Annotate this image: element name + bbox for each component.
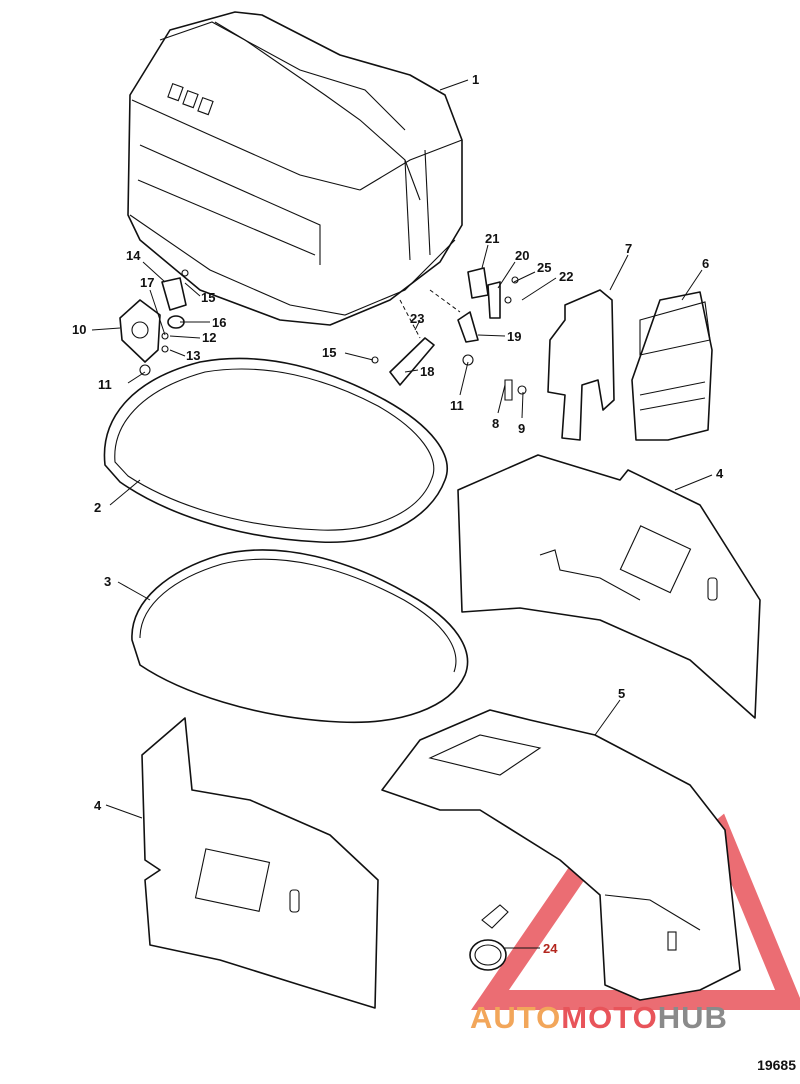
watermark-brand-text: AUTOMOTOHUB <box>470 1000 728 1036</box>
callout-23: 23 <box>410 311 424 326</box>
callout-1: 1 <box>472 72 479 87</box>
callout-15-right: 15 <box>322 345 336 360</box>
part-2-cowl-seal <box>103 357 448 544</box>
callout-5: 5 <box>618 686 625 701</box>
callout-15-left: 15 <box>201 290 215 305</box>
watermark-hub: HUB <box>657 1000 728 1035</box>
part-1-top-cowl <box>127 11 463 326</box>
callout-7: 7 <box>625 241 632 256</box>
part-4-liner-right <box>457 454 761 719</box>
callout-17: 17 <box>140 275 154 290</box>
part-10-latch <box>119 299 161 363</box>
callout-16: 16 <box>212 315 226 330</box>
callout-14: 14 <box>126 248 141 263</box>
watermark-auto: AUTO <box>470 1000 562 1035</box>
callout-13: 13 <box>186 348 200 363</box>
callout-22: 22 <box>559 269 573 284</box>
part-7-foam <box>547 289 615 441</box>
callout-24: 24 <box>543 941 558 956</box>
callout-3: 3 <box>104 574 111 589</box>
callout-20: 20 <box>515 248 529 263</box>
callout-4-right: 4 <box>716 466 724 481</box>
part-24-spring <box>469 904 509 971</box>
part-6-cover <box>631 291 713 441</box>
callout-9: 9 <box>518 421 525 436</box>
callout-2: 2 <box>94 500 101 515</box>
part-3-gasket <box>131 549 469 724</box>
callout-10: 10 <box>72 322 86 337</box>
leader-lines <box>91 79 713 949</box>
part-18-plate <box>389 337 435 386</box>
part-5-lower-liner <box>381 709 741 1001</box>
part-20-21-hinge <box>467 267 501 319</box>
callout-6: 6 <box>702 256 709 271</box>
callout-8: 8 <box>492 416 499 431</box>
callout-11-left: 11 <box>98 377 112 392</box>
part-19-hook <box>457 311 479 343</box>
callouts: 1 2 3 4 4 5 6 7 8 9 10 11 11 12 13 14 15… <box>72 72 724 956</box>
callout-4-left: 4 <box>94 798 102 813</box>
watermark-moto: MOTO <box>561 1000 658 1035</box>
callout-12: 12 <box>202 330 216 345</box>
callout-19: 19 <box>507 329 521 344</box>
callout-11-right: 11 <box>450 398 464 413</box>
callout-21: 21 <box>485 231 499 246</box>
callout-25: 25 <box>537 260 551 275</box>
figure-number: 19685 <box>757 1057 796 1073</box>
part-4-liner-left <box>141 717 379 1009</box>
callout-18: 18 <box>420 364 434 379</box>
part-14-bracket <box>161 277 187 311</box>
